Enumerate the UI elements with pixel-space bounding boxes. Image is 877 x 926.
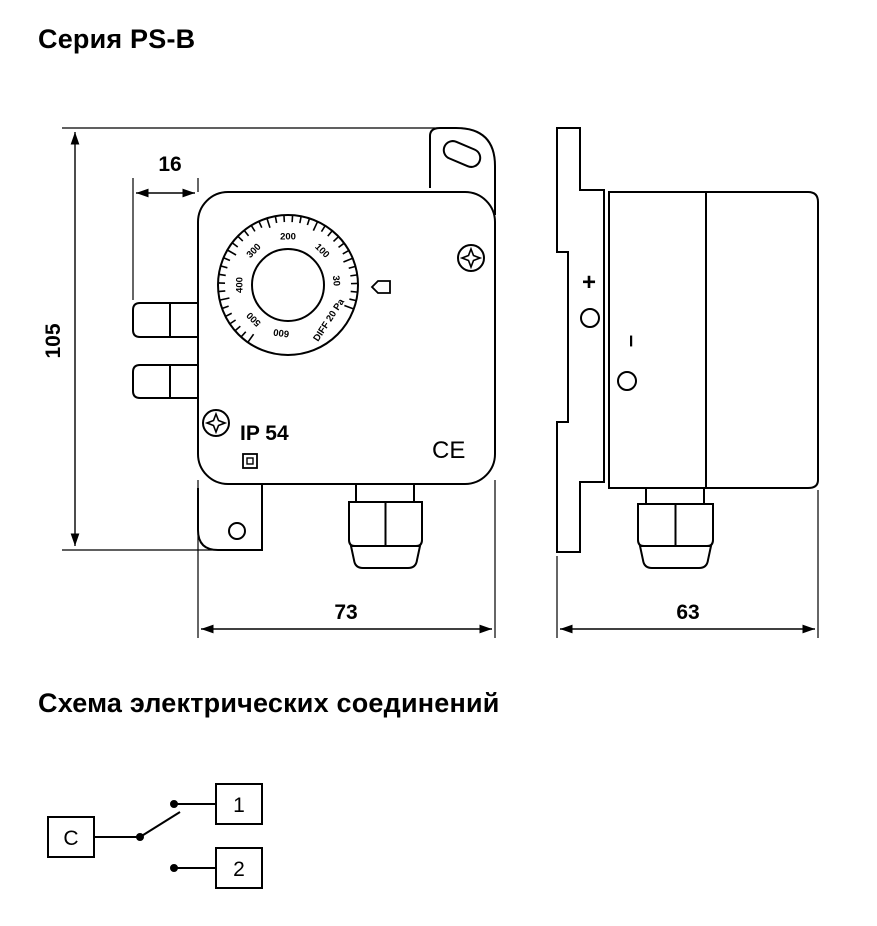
bottom-hole <box>228 522 246 540</box>
dial-tick <box>349 298 357 302</box>
page-title: Серия PS-B <box>38 24 196 54</box>
port-plus <box>580 308 600 328</box>
dial-knob <box>251 248 325 322</box>
dial-tick <box>350 290 358 293</box>
side-mounting-plate <box>556 127 605 553</box>
width-side-dimension-label: 63 <box>676 601 699 624</box>
dial-tick <box>221 305 229 310</box>
spigot-lower <box>132 364 198 399</box>
wiring-diagram <box>47 783 263 889</box>
dial-scale-ticks <box>218 215 359 343</box>
dial-tick <box>350 274 358 277</box>
screw-icon <box>202 409 230 437</box>
top-slot <box>442 140 482 168</box>
dial-tick <box>266 217 271 229</box>
dial-scale-label: 400 <box>235 277 246 293</box>
dial-tick <box>219 297 230 301</box>
dial-tick <box>218 273 226 277</box>
port-minus <box>617 371 637 391</box>
height-dimension-label: 105 <box>42 323 65 358</box>
spigot-upper <box>132 302 198 338</box>
terminal-c-label: C <box>63 827 78 850</box>
dial-tick <box>234 325 241 332</box>
terminal-2-box <box>215 847 263 889</box>
side-housing <box>608 191 819 489</box>
terminal-1-box <box>215 783 263 825</box>
dial-tick <box>258 221 263 229</box>
dial-tick <box>332 236 340 243</box>
dial-tick <box>338 242 345 249</box>
side-view <box>556 127 819 638</box>
screw-icon <box>457 244 485 272</box>
minus-label: – <box>620 335 645 347</box>
dial-tick <box>274 216 278 224</box>
dial-tick <box>343 257 353 263</box>
dial-tick <box>223 257 231 262</box>
bottom-bracket <box>197 482 263 551</box>
square-symbol-icon <box>242 453 258 469</box>
dial-tick <box>240 331 247 338</box>
terminal-1-label: 1 <box>233 794 245 817</box>
front-view <box>62 127 496 638</box>
spacing-dimension-label: 16 <box>158 153 181 176</box>
dial-tick <box>220 265 228 269</box>
section-title: Схема электрических соединений <box>38 688 500 718</box>
dial-tick <box>327 230 333 237</box>
dial-tick <box>218 290 226 293</box>
switch-lever <box>139 811 181 838</box>
dial-tick <box>229 319 237 325</box>
terminal-2-label: 2 <box>233 858 245 881</box>
dial-tick <box>247 333 255 343</box>
dial-scale-label: 600 <box>273 326 290 339</box>
dial-scale-label: 200 <box>280 232 296 243</box>
dial-tick <box>306 218 311 226</box>
ce-mark-icon: CE <box>432 437 465 464</box>
cable-gland-side <box>637 487 714 569</box>
dial-tick <box>225 312 233 318</box>
dial-tick <box>243 229 250 237</box>
ip-rating-label: IP 54 <box>240 422 289 445</box>
cable-gland-front <box>348 483 423 569</box>
dial-tick <box>226 249 237 256</box>
dial-tick <box>342 249 350 255</box>
dial-tick <box>299 216 302 224</box>
pressure-pointer-icon <box>370 280 391 294</box>
dial-scale-label: 30 <box>330 275 342 286</box>
plus-label: + <box>582 269 596 296</box>
dial-tick <box>237 235 244 242</box>
dial-tick <box>250 225 256 232</box>
dial-tick <box>348 265 356 270</box>
dial-tick <box>344 304 355 310</box>
width-front-dimension-label: 73 <box>334 601 357 624</box>
dial-tick <box>320 225 326 233</box>
dial-tick <box>312 221 319 231</box>
dial-tick <box>231 242 239 248</box>
terminal-c-box <box>47 816 95 858</box>
